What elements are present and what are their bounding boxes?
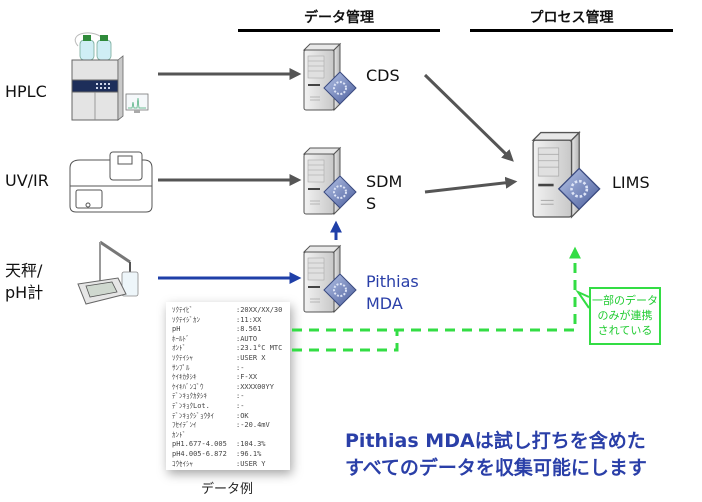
callout-line1: 一部のデータ <box>592 294 658 307</box>
printout-value: :- <box>236 363 245 372</box>
printout-value: :8.561 <box>236 325 262 334</box>
printout-value: :-20.4mV <box>236 421 270 430</box>
printout-row: pH4.005-6.872 :96.1% <box>172 450 290 460</box>
printout-key: ﾃﾞﾝｷｮｸｼﾞｮｳﾀｲ <box>172 411 214 420</box>
instrument-label-uvir: UV/IR <box>5 171 49 190</box>
printout-value: :- <box>236 401 245 410</box>
printout-row: ｺｳｾｲｼｬ :USER Y <box>172 460 290 470</box>
header-divider-data <box>238 29 440 32</box>
printout-key: pH <box>172 325 181 334</box>
printout-key: ｻﾝﾌﾟﾙ <box>172 363 190 372</box>
data-example-caption: データ例 <box>201 482 254 497</box>
printout-value: :11:XX <box>236 315 262 324</box>
arrow-cds-to-lims <box>423 73 514 162</box>
printout-value: :- <box>236 392 245 401</box>
printout-row: pH1.677-4.005 :104.3% <box>172 440 290 450</box>
printout-value: :XXXX00YY <box>236 382 274 391</box>
printout-value: :OK <box>236 411 249 420</box>
server-label-sdms-line2: S <box>366 194 377 213</box>
printout-value: :AUTO <box>236 334 258 343</box>
printout-row: ﾃﾞﾝｷｮｸｼﾞｮｳﾀｲ :OK <box>172 412 290 422</box>
header-data-management: データ管理 <box>304 10 374 26</box>
printout-key: pH4.005-6.872 <box>172 449 227 458</box>
printout-row: ｹｲｷﾊﾞﾝｺﾞｳ :XXXX00YY <box>172 383 290 393</box>
printout-value: :23.1°C MTC <box>236 344 283 353</box>
printout-row: ｿｸﾃｲｼｬ :USER X <box>172 354 290 364</box>
printout-key: ﾎｰﾙﾄﾞ <box>172 334 190 343</box>
partial-data-callout: 一部のデータ のみが連携 されている <box>589 287 661 345</box>
cds-server-icon <box>303 43 357 111</box>
server-label-cds: CDS <box>366 66 400 85</box>
message-line1: Pithias MDAは試し打ちを含めた <box>345 430 646 452</box>
instrument-label-balance-ph-line1: 天秤/ <box>5 261 43 280</box>
server-label-pithias-line1: Pithias <box>366 272 419 291</box>
printout-value: :104.3% <box>236 440 266 449</box>
callout-pointer <box>575 289 590 309</box>
printout-key: ｿｸﾃｲﾋﾞ <box>172 306 193 314</box>
printout-row: ﾃﾞﾝｷｮｸｶﾀｼｷ :- <box>172 392 290 402</box>
sdms-server-icon <box>303 147 357 215</box>
printout-key: ｿｸﾃｲｼﾞｶﾝ <box>172 315 200 324</box>
instrument-label-hplc: HPLC <box>5 82 47 101</box>
server-label-pithias-line2: MDA <box>366 294 403 313</box>
header-divider-process <box>470 29 673 32</box>
printout-key: ｿｸﾃｲｼｬ <box>172 353 193 362</box>
printout-row: pH :8.561 <box>172 325 290 335</box>
printout-row: ｹｲｷｶﾀｼｷ :F-XX <box>172 373 290 383</box>
printout-row: ﾌｾｲﾃﾞﾝｲ :-20.4mV <box>172 421 290 431</box>
hplc-icon <box>71 32 149 121</box>
ph-meter-icon <box>77 240 139 305</box>
printout-value: :USER X <box>236 353 266 362</box>
printout-value: :USER Y <box>236 459 266 468</box>
header-process-management: プロセス管理 <box>529 10 614 26</box>
server-label-sdms-line1: SDM <box>366 172 403 191</box>
message-line2: すべてのデータを収集可能にします <box>345 457 647 479</box>
printout-key: ｵﾝﾄﾞ <box>172 344 186 353</box>
instrument-label-balance-ph-line2: pH計 <box>5 283 44 302</box>
printout-key: ｹｲｷﾊﾞﾝｺﾞｳ <box>172 382 204 391</box>
printout-row: ﾎｰﾙﾄﾞ :AUTO <box>172 335 290 345</box>
printout-key: ﾌｾｲﾃﾞﾝｲ <box>172 421 197 430</box>
spectrophotometer-icon <box>69 151 153 213</box>
printout-key: ｺｳｾｲｼｬ <box>172 459 193 468</box>
pithias-mda-server-icon <box>303 245 357 313</box>
arrow-sdms-to-lims <box>424 176 518 194</box>
callout-line2: のみが連携 <box>597 309 653 322</box>
printout-row: ｵﾝﾄﾞ :23.1°C MTC <box>172 344 290 354</box>
printout-row: ｿｸﾃｲﾋﾞ :20XX/XX/30 <box>172 306 290 316</box>
printout-key: ﾃﾞﾝｷｮｸｶﾀｼｷ <box>172 392 207 401</box>
printout-key: pH1.677-4.005 <box>172 440 227 449</box>
printout-key: ｶﾝﾄﾞ <box>172 430 186 439</box>
printout-row: ｶﾝﾄﾞ <box>172 431 290 441</box>
lims-server-icon <box>531 131 601 219</box>
printout-key: ﾃﾞﾝｷｮｸLot. <box>172 401 210 410</box>
green-dashed-link-ph-value <box>292 246 581 332</box>
green-dashed-link-temperature <box>292 330 399 352</box>
printout-row: ﾃﾞﾝｷｮｸLot. :- <box>172 402 290 412</box>
printout-key: ｹｲｷｶﾀｼｷ <box>172 373 197 382</box>
callout-line3: されている <box>597 324 653 337</box>
printout-value: :96.1% <box>236 449 262 458</box>
printout-value: :F-XX <box>236 373 258 382</box>
printout-value: :20XX/XX/30 <box>236 306 283 314</box>
printout-row: ｻﾝﾌﾟﾙ :- <box>172 364 290 374</box>
printout-row: ｿｸﾃｲｼﾞｶﾝ :11:XX <box>172 316 290 326</box>
server-label-lims: LIMS <box>612 173 650 192</box>
